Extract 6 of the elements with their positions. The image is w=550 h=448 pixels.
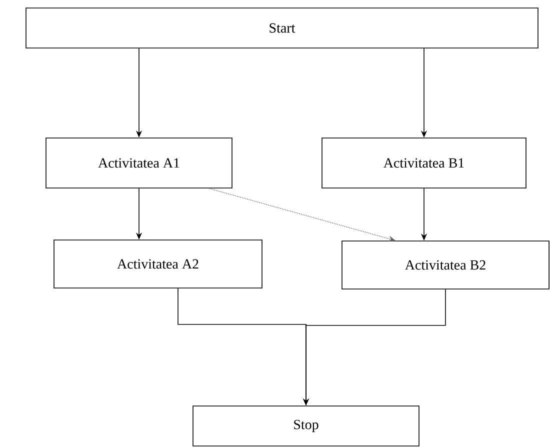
process-box: Activitatea B1 [322, 138, 526, 188]
process-box: Activitatea B2 [342, 240, 550, 290]
process-box: Stop [192, 406, 420, 446]
process-box: Start [26, 8, 538, 48]
process-box: Activitatea A1 [46, 138, 232, 188]
process-box: Activitatea A2 [54, 240, 262, 288]
